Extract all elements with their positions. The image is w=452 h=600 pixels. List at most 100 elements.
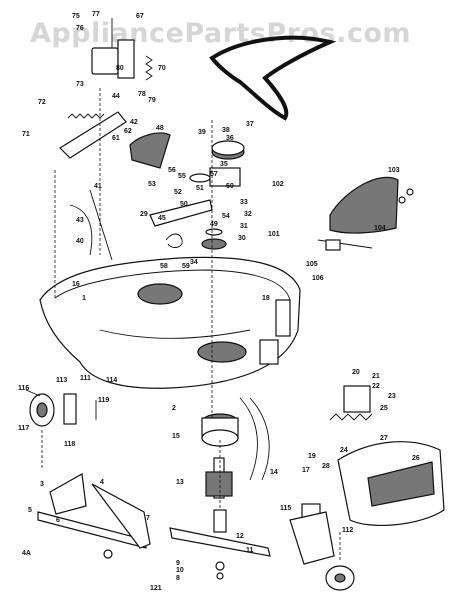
deck-rim xyxy=(54,269,291,301)
callout-40: 40 xyxy=(76,238,84,245)
callout-2: 2 xyxy=(172,405,176,412)
callout-3: 3 xyxy=(40,481,44,488)
callout-52: 52 xyxy=(174,189,182,196)
callout-101: 101 xyxy=(268,231,280,238)
callout-4A: 4A xyxy=(22,550,31,557)
callout-59: 59 xyxy=(182,263,190,270)
deck-hanger xyxy=(49,473,87,515)
callout-9: 9 xyxy=(176,560,180,567)
callout-1: 1 xyxy=(82,295,86,302)
stabilizer-bar xyxy=(37,511,147,549)
bracket xyxy=(343,385,371,413)
callout-39: 39 xyxy=(198,129,206,136)
pulley xyxy=(211,140,245,156)
callout-48: 48 xyxy=(156,125,164,132)
callout-23: 23 xyxy=(388,393,396,400)
bracket xyxy=(325,239,341,251)
callout-77: 77 xyxy=(92,11,100,18)
watermark-text: AppliancePartsPros.com xyxy=(30,18,412,49)
callout-29: 29 xyxy=(140,211,148,218)
callout-58: 58 xyxy=(160,263,168,270)
callout-20: 20 xyxy=(352,369,360,376)
callout-10: 10 xyxy=(176,567,184,574)
callout-55: 55 xyxy=(178,173,186,180)
callout-30: 30 xyxy=(238,235,246,242)
nut xyxy=(406,188,414,196)
deflector-shield xyxy=(129,132,171,169)
bracket xyxy=(91,483,151,549)
callout-71: 71 xyxy=(22,131,30,138)
callout-112: 112 xyxy=(342,527,353,534)
callout-22: 22 xyxy=(372,383,380,390)
callout-31: 31 xyxy=(240,223,248,230)
callout-36: 36 xyxy=(226,135,234,142)
callout-16: 16 xyxy=(72,281,80,288)
wheel-bracket xyxy=(63,393,77,425)
callout-24: 24 xyxy=(340,447,348,454)
callout-33: 33 xyxy=(240,199,248,206)
gauge-wheel-hub xyxy=(334,573,346,583)
callout-14: 14 xyxy=(270,469,278,476)
trim-stripes xyxy=(367,461,435,507)
callout-60: 60 xyxy=(226,183,234,190)
callout-113: 113 xyxy=(56,377,67,384)
lift-rod xyxy=(89,189,113,261)
discharge-chute xyxy=(329,176,399,234)
spring xyxy=(145,55,153,81)
bolt xyxy=(398,196,406,204)
callout-119: 119 xyxy=(98,397,109,404)
callout-53: 53 xyxy=(148,181,156,188)
callout-11: 11 xyxy=(246,547,254,554)
bracket xyxy=(117,39,135,79)
washer xyxy=(205,228,223,236)
callout-26: 26 xyxy=(412,455,420,462)
callout-25: 25 xyxy=(380,405,388,412)
bolt xyxy=(103,549,113,559)
callout-35: 35 xyxy=(220,161,228,168)
callout-70: 70 xyxy=(158,65,166,72)
bracket xyxy=(275,299,291,337)
callout-51: 51 xyxy=(196,185,204,192)
bracket xyxy=(91,47,119,75)
callout-102: 102 xyxy=(272,181,284,188)
spindle-opening xyxy=(197,341,247,363)
callout-13: 13 xyxy=(176,479,184,486)
callout-12: 12 xyxy=(236,533,244,540)
spindle-opening xyxy=(137,283,183,305)
callout-78: 78 xyxy=(138,91,146,98)
bolt xyxy=(25,389,41,397)
belt xyxy=(209,35,337,121)
callout-75: 75 xyxy=(72,13,80,20)
callout-57: 57 xyxy=(210,171,218,178)
callout-43: 43 xyxy=(76,217,84,224)
callout-17: 17 xyxy=(302,467,310,474)
spring xyxy=(67,113,105,119)
callout-79: 79 xyxy=(148,97,156,104)
callout-50: 50 xyxy=(180,201,188,208)
callout-54: 54 xyxy=(222,213,230,220)
callout-73: 73 xyxy=(76,81,84,88)
callout-18: 18 xyxy=(262,295,270,302)
callout-116: 116 xyxy=(18,385,29,392)
callout-37: 37 xyxy=(246,121,254,128)
callout-7: 7 xyxy=(146,515,150,522)
callout-49: 49 xyxy=(210,221,218,228)
mower-blade xyxy=(169,527,271,557)
gauge-wheel-hub xyxy=(36,402,48,418)
callout-72: 72 xyxy=(38,99,46,106)
callout-4: 4 xyxy=(100,479,104,486)
callout-34: 34 xyxy=(190,259,198,266)
belt-guard xyxy=(239,397,258,481)
callout-45: 45 xyxy=(158,215,166,222)
callout-6: 6 xyxy=(56,517,60,524)
callout-115: 115 xyxy=(280,505,291,512)
callout-80: 80 xyxy=(116,65,124,72)
belt-guard xyxy=(249,397,270,481)
callout-67: 67 xyxy=(136,13,144,20)
deflector-spring xyxy=(329,413,373,421)
bracket xyxy=(259,339,279,365)
callout-41: 41 xyxy=(94,183,102,190)
callout-21: 21 xyxy=(372,373,380,380)
